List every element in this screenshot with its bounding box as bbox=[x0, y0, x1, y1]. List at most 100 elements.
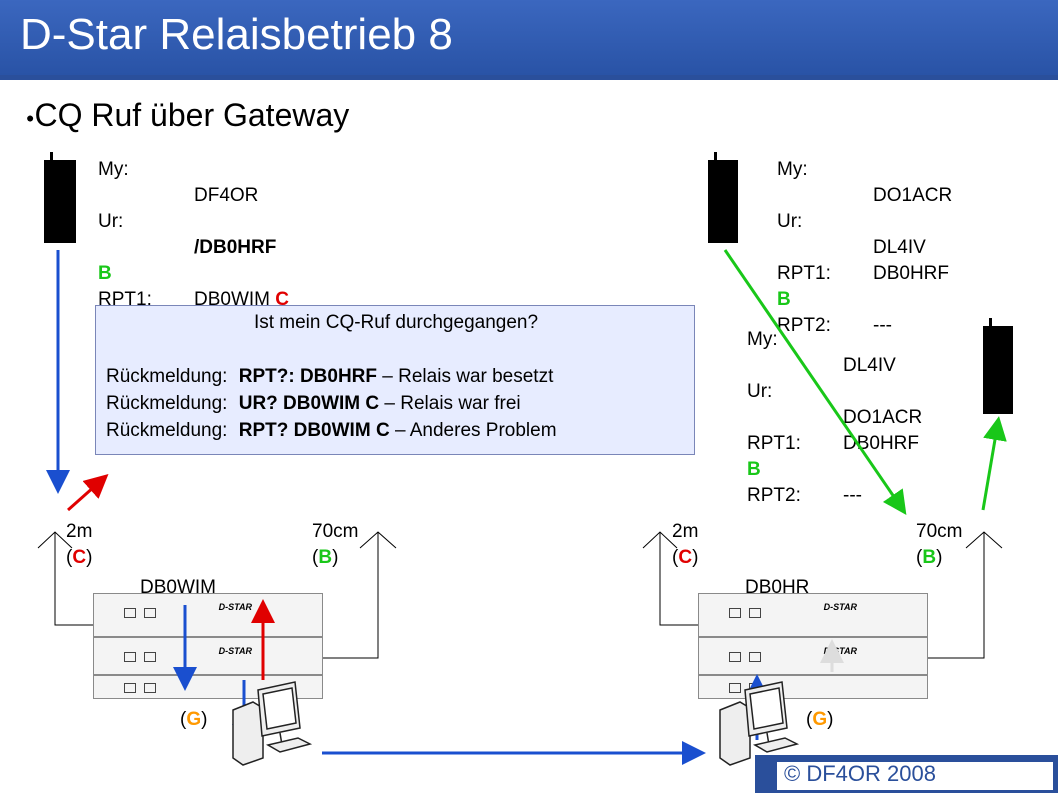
rack-knob bbox=[729, 608, 741, 618]
right-antenna-70cm bbox=[928, 531, 1003, 659]
popup-row-label: Rückmeldung: bbox=[106, 420, 228, 441]
rack-knob bbox=[729, 683, 741, 693]
left-rpt1-value: DB0WIM C bbox=[194, 287, 289, 313]
page-title: D-Star Relaisbetrieb 8 bbox=[20, 10, 453, 59]
left-repeater-rack-1: D-STAR bbox=[93, 593, 323, 637]
right-band1-module: (C) bbox=[672, 547, 699, 568]
left-repeater-rack-2: D-STAR bbox=[93, 637, 323, 675]
rb-rpt1-label: RPT1: bbox=[747, 433, 801, 454]
rack-logo: D-STAR bbox=[218, 646, 252, 656]
arrow-right-radio-to-repeater bbox=[723, 249, 907, 515]
radio-left bbox=[44, 160, 76, 243]
rack-knob bbox=[124, 652, 136, 662]
feedback-popup: Ist mein CQ-Ruf durchgegangen? Rückmeldu… bbox=[95, 305, 695, 455]
left-ur-value: /DB0HRF bbox=[194, 237, 277, 258]
radio-right-top-antenna bbox=[714, 152, 717, 162]
popup-row-note: – Relais war frei bbox=[379, 393, 521, 414]
popup-row-code: UR? DB0WIM C bbox=[238, 393, 380, 414]
rack-knob bbox=[144, 608, 156, 618]
title-band bbox=[0, 0, 1058, 75]
rack-knob bbox=[749, 608, 761, 618]
rb-rpt2-label: RPT2: bbox=[747, 485, 801, 506]
rb-rpt2-value: --- bbox=[843, 485, 862, 506]
rt-my-value: DO1ACR bbox=[873, 185, 953, 206]
rack-logo: D-STAR bbox=[218, 602, 252, 612]
rb-rpt1-module: B bbox=[747, 459, 761, 480]
left-gateway-label: (G) bbox=[180, 709, 208, 730]
bullet-heading: ●CQ Ruf über Gateway bbox=[26, 97, 349, 134]
right-module-c: C bbox=[678, 547, 693, 568]
radio-right-bottom-antenna bbox=[989, 318, 992, 328]
left-rpt1-label: RPT1: bbox=[98, 289, 152, 310]
radio-right-top bbox=[708, 160, 738, 243]
rt-my-label: My: bbox=[777, 159, 808, 180]
right-repeater-rack-3 bbox=[698, 675, 928, 699]
popup-row-label: Rückmeldung: bbox=[106, 393, 228, 414]
left-antenna-70cm bbox=[323, 531, 397, 659]
left-module-g: G bbox=[186, 709, 202, 730]
right-band2-module: (B) bbox=[916, 547, 943, 568]
rb-ur-value: DO1ACR bbox=[843, 407, 923, 428]
popup-row-1: Rückmeldung: RPT?: DB0HRF – Relais war b… bbox=[106, 366, 553, 388]
left-gateway-computer bbox=[232, 681, 313, 766]
right-antenna-2m bbox=[642, 531, 698, 626]
rack-knob bbox=[124, 608, 136, 618]
arrow-right-repeater-to-radio bbox=[981, 416, 1007, 511]
left-module-c: C bbox=[72, 547, 87, 568]
right-gateway-label: (G) bbox=[806, 709, 834, 730]
right-station-name-1: DB0HR bbox=[745, 577, 810, 598]
popup-row-2: Rückmeldung: UR? DB0WIM C – Relais war f… bbox=[106, 393, 521, 415]
left-ur-module: B bbox=[98, 263, 112, 284]
left-band1-label: 2m bbox=[66, 521, 93, 542]
rt-rpt1-value: DB0HRF bbox=[873, 263, 950, 284]
left-band2-module: (B) bbox=[312, 547, 339, 568]
right-module-b: B bbox=[922, 547, 937, 568]
copyright-text: © DF4OR 2008 bbox=[784, 761, 936, 786]
popup-row-note: – Anderes Problem bbox=[389, 420, 557, 441]
left-station-name: DB0WIM bbox=[140, 577, 216, 598]
rb-my-value: DL4IV bbox=[843, 355, 896, 376]
rt-ur-label: Ur: bbox=[777, 211, 803, 232]
left-band1-module: (C) bbox=[66, 547, 93, 568]
popup-row-3: Rückmeldung: RPT? DB0WIM C – Anderes Pro… bbox=[106, 420, 557, 442]
right-gateway-computer bbox=[719, 681, 800, 766]
footer-box bbox=[775, 760, 1055, 792]
arrow-left-feedback bbox=[67, 474, 109, 512]
left-rpt1-call: DB0WIM bbox=[194, 289, 270, 310]
rack-knob bbox=[144, 683, 156, 693]
popup-row-code: RPT? DB0WIM C bbox=[238, 420, 390, 441]
rack-knob bbox=[729, 652, 741, 662]
left-band2-label: 70cm bbox=[312, 521, 359, 542]
rack-knob bbox=[749, 652, 761, 662]
rt-rpt1-module: B bbox=[777, 289, 791, 310]
right-band2-label: 70cm bbox=[916, 521, 963, 542]
rt-rpt2-value: --- bbox=[873, 315, 892, 336]
rack-knob bbox=[124, 683, 136, 693]
left-my-label: My: bbox=[98, 159, 129, 180]
rb-my-label: My: bbox=[747, 329, 778, 350]
right-repeater-rack-1: D-STAR bbox=[698, 593, 928, 637]
bullet-dot: ● bbox=[26, 109, 35, 126]
rt-rpt1-label: RPT1: bbox=[777, 263, 831, 284]
rack-knob bbox=[144, 652, 156, 662]
popup-row-code: RPT?: DB0HRF bbox=[238, 366, 378, 387]
left-module-b: B bbox=[318, 547, 333, 568]
rack-logo: D-STAR bbox=[823, 602, 857, 612]
popup-row-note: – Relais war besetzt bbox=[377, 366, 554, 387]
right-module-g: G bbox=[812, 709, 828, 730]
left-ur-label: Ur: bbox=[98, 211, 124, 232]
bullet-text: CQ Ruf über Gateway bbox=[34, 97, 350, 133]
left-rpt1-module: C bbox=[275, 289, 290, 310]
popup-row-label: Rückmeldung: bbox=[106, 366, 228, 387]
right-band1-label: 2m bbox=[672, 521, 699, 542]
rb-ur-label: Ur: bbox=[747, 381, 773, 402]
popup-question: Ist mein CQ-Ruf durchgegangen? bbox=[253, 312, 539, 333]
radio-left-antenna bbox=[50, 152, 53, 162]
rt-rpt2-label: RPT2: bbox=[777, 315, 831, 336]
radio-right-bottom bbox=[983, 326, 1013, 414]
left-my-value: DF4OR bbox=[194, 185, 259, 206]
rt-ur-value: DL4IV bbox=[873, 237, 926, 258]
title-bar: D-Star Relaisbetrieb 8 bbox=[0, 0, 1058, 80]
left-antenna-2m bbox=[37, 531, 93, 626]
